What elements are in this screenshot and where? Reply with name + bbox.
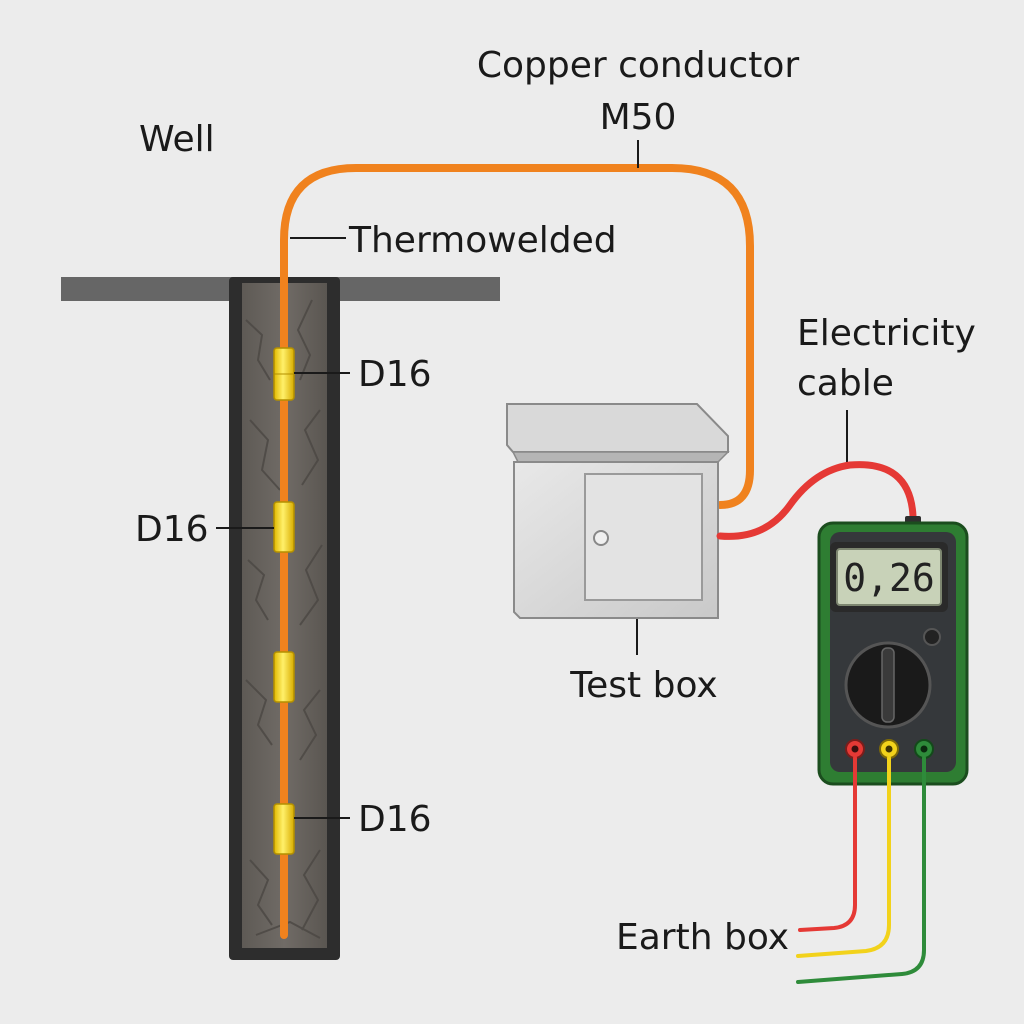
soil-cracks (245, 299, 323, 939)
label-d16-bottom: D16 (358, 799, 432, 840)
meter-dial-knob (881, 647, 895, 723)
connector-1 (273, 347, 295, 401)
label-thermowelded: Thermowelded (348, 220, 617, 261)
label-d16-top: D16 (358, 354, 432, 395)
label-m50: M50 (600, 97, 677, 138)
lead-red (798, 756, 857, 932)
lead-green (796, 756, 926, 984)
label-well: Well (139, 119, 215, 160)
label-d16-middle: D16 (135, 509, 209, 550)
meter-small-button[interactable] (923, 628, 941, 646)
label-electricity: Electricity (797, 313, 976, 354)
multimeter: 0,26 (817, 516, 969, 786)
copper-conductor (280, 164, 754, 939)
lead-yellow (796, 756, 891, 958)
connector-2 (273, 501, 295, 553)
test-box-lock (593, 530, 609, 546)
connector-4 (273, 803, 295, 855)
test-box (506, 403, 730, 619)
label-test-box: Test box (569, 665, 717, 706)
connector-3 (273, 651, 295, 703)
electricity-cable (716, 461, 917, 540)
label-earth-box: Earth box (616, 917, 789, 958)
label-copper-conductor: Copper conductor (477, 45, 799, 86)
meter-reading: 0,26 (843, 556, 935, 600)
label-cable: cable (797, 363, 894, 404)
